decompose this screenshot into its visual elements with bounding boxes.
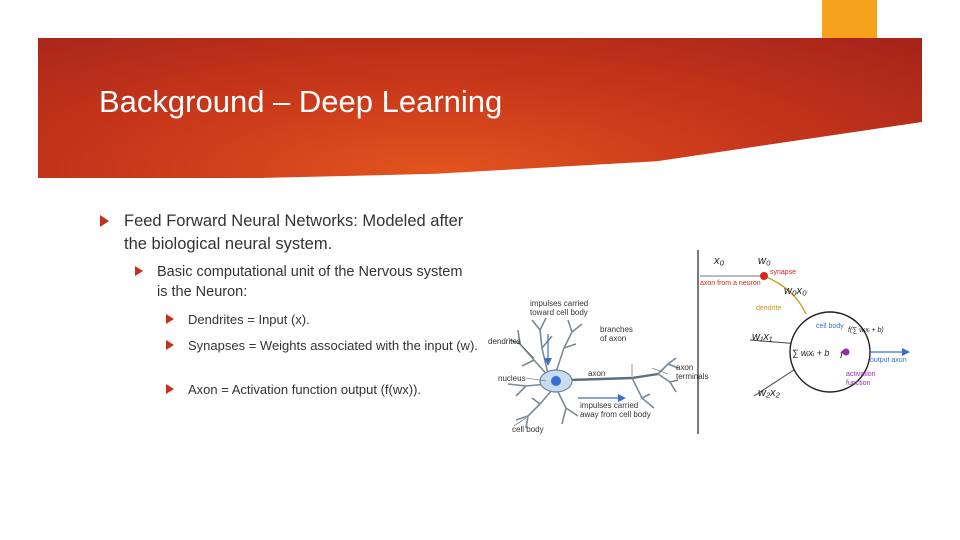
label-terminals: axon terminals bbox=[676, 363, 708, 381]
neuron-model bbox=[700, 272, 910, 397]
label-nucleus: nucleus bbox=[498, 374, 526, 383]
label-w0: w₀ bbox=[758, 255, 771, 267]
output-arrowhead-icon bbox=[902, 348, 910, 356]
label-sum: ∑ wᵢxᵢ + b bbox=[792, 348, 829, 358]
label-output-axon: output axon bbox=[870, 357, 907, 364]
bullet-arrow-icon bbox=[166, 314, 174, 324]
label-dendrite: dendrite bbox=[756, 305, 781, 312]
label-cell-body-bio: cell body bbox=[512, 425, 544, 434]
impulse-out-arrowhead-icon bbox=[618, 394, 626, 402]
bullet-synapses: Synapses = Weights associated with the i… bbox=[166, 338, 486, 354]
bullet-text: Synapses = Weights associated with the i… bbox=[188, 338, 478, 353]
bullet-text: Feed Forward Neural Networks: Modeled af… bbox=[124, 212, 464, 253]
bullet-arrow-icon bbox=[166, 384, 174, 394]
label-w2x2: w₂x₂ bbox=[758, 387, 781, 399]
slide-title: Background – Deep Learning bbox=[99, 84, 503, 119]
label-impulses-in: impulses carried toward cell body bbox=[530, 299, 590, 317]
impulse-in-arrowhead-icon bbox=[544, 358, 552, 366]
label-impulses-out: impulses carried away from cell body bbox=[580, 401, 651, 419]
synapse-dot-icon bbox=[760, 272, 768, 280]
bullet-arrow-icon bbox=[135, 266, 143, 276]
label-activation: activation function bbox=[846, 371, 878, 387]
label-w1x1: w₁x₁ bbox=[752, 331, 773, 343]
bullet-level2: Basic computational unit of the Nervous … bbox=[135, 262, 465, 302]
bullet-text: Dendrites = Input (x). bbox=[188, 312, 310, 327]
bullet-axon: Axon = Activation function output (f(wx)… bbox=[166, 382, 486, 398]
label-cell-body: cell body bbox=[816, 323, 844, 330]
label-dendrites: dendrites bbox=[488, 337, 521, 346]
bullet-text: Basic computational unit of the Nervous … bbox=[157, 264, 463, 300]
dendrite-line bbox=[763, 275, 807, 315]
label-branches: branches of axon bbox=[600, 325, 635, 343]
label-synapse: synapse bbox=[770, 269, 796, 276]
nucleus-shape bbox=[551, 376, 561, 386]
label-axon: axon bbox=[588, 369, 605, 378]
label-x0: x₀ bbox=[713, 255, 725, 267]
label-axon-from-neuron: axon from a neuron bbox=[700, 280, 761, 287]
neuron-figure: impulses carried toward cell body dendri… bbox=[482, 248, 912, 438]
neuron-diagram: impulses carried toward cell body dendri… bbox=[488, 250, 910, 434]
bullet-arrow-icon bbox=[166, 340, 174, 350]
activation-dot-icon bbox=[842, 348, 850, 356]
bullet-level1: Feed Forward Neural Networks: Modeled af… bbox=[100, 210, 480, 256]
bullet-dendrites: Dendrites = Input (x). bbox=[166, 312, 486, 328]
label-w0x0: w₀x₀ bbox=[784, 285, 807, 297]
bullet-text: Axon = Activation function output (f(wx)… bbox=[188, 382, 422, 397]
label-f-expr: f(∑ wᵢxᵢ + b) bbox=[848, 327, 884, 334]
bullet-arrow-icon bbox=[100, 215, 109, 227]
label-f: f bbox=[840, 350, 844, 361]
